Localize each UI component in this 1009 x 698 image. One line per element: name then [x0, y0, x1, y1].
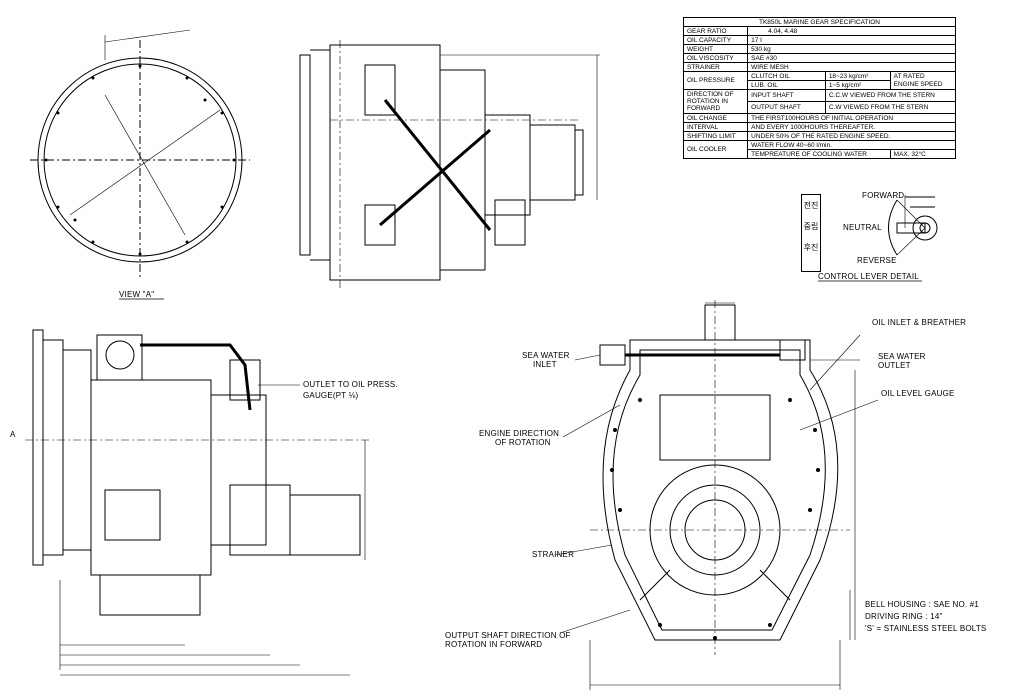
oil-inlet-label: OIL INLET & BREATHER [872, 318, 967, 327]
note-driving-ring: DRIVING RING : 14" [865, 612, 943, 621]
clutch-oil-value: 18~23 kg/cm² [824, 71, 891, 81]
weight-label: WEIGHT [682, 44, 749, 54]
sea-water-inlet-label-1: SEA WATER [522, 351, 570, 360]
korean-forward: 전진 [803, 201, 819, 210]
control-lever-drawing [888, 195, 938, 256]
lub-oil-label: LUB. OIL [747, 80, 826, 90]
output-shaft-value: C.W VIEWED FROM THE STERN [824, 101, 957, 114]
gear-ratio-value: 4.04, 4.48 [747, 26, 956, 36]
bottom-side-view [25, 329, 370, 676]
direction-label-2: ROTATION IN [687, 98, 728, 105]
oil-change-label-2: INTERVAL [682, 122, 749, 132]
oil-pressure-note-2: ENGINE SPEED [889, 80, 957, 90]
oil-capacity-label: OIL CAPACITY [682, 35, 749, 45]
lever-neutral-label: NEUTRAL [843, 223, 882, 232]
oil-pressure-label: OIL PRESSURE [682, 71, 749, 90]
view-a-flange [30, 29, 250, 280]
weight-value: 530 kg [747, 44, 956, 54]
note-bell-housing: BELL HOUSING : SAE NO. #1 [865, 600, 980, 609]
lever-korean-labels: 전진 중립 후진 [801, 194, 821, 272]
input-shaft-label: INPUT SHAFT [747, 89, 826, 102]
shifting-limit-value: UNDER 50% OF THE RATED ENGINE SPEED. [747, 131, 956, 141]
strainer-label: STRAINER [682, 62, 749, 72]
oil-pressure-note-1: AT RATED [889, 71, 957, 81]
gear-ratio-label: GEAR RATIO [682, 26, 749, 36]
shifting-limit-label: SHIFTING LIMIT [682, 131, 749, 141]
oil-viscosity-label: OIL VISCOSITY [682, 53, 749, 63]
strainer-value: WIRE MESH [747, 62, 956, 72]
oil-change-line-2: AND EVERY 1000HOURS THEREAFTER. [747, 122, 956, 132]
engine-direction-label-2: OF ROTATION [495, 438, 551, 447]
oil-capacity-value: 17 l [747, 35, 956, 45]
oil-change-line-1: THE FIRST100HOURS OF INITIAL OPERATION [747, 113, 956, 123]
output-direction-label-2: ROTATION IN FORWARD [445, 640, 543, 649]
spec-title: TK850L MARINE GEAR SPECIFICATION [683, 17, 956, 27]
lub-oil-value: 1~5 kg/cm² [824, 80, 891, 90]
oil-level-gauge-label: OIL LEVEL GAUGE [881, 389, 955, 398]
control-lever-title: CONTROL LEVER DETAIL [818, 272, 919, 281]
direction-label-1: DIRECTION OF [687, 91, 734, 98]
oil-change-label-1: OIL CHANGE [682, 113, 749, 123]
engine-direction-label-1: ENGINE DIRECTION [479, 429, 560, 438]
outlet-label-2: GAUGE(PT ⅛) [303, 391, 359, 400]
sea-water-outlet-label-2: OUTLET [878, 361, 911, 370]
strainer-label: STRAINER [532, 550, 575, 559]
oil-cooler-label: OIL COOLER [682, 140, 749, 159]
output-shaft-label: OUTPUT SHAFT [747, 101, 826, 114]
oil-cooler-line-1: WATER FLOW 40~60 l/min. [747, 140, 956, 150]
front-view [554, 300, 879, 690]
oil-viscosity-value: SAE #30 [747, 53, 956, 63]
marine-gear-spec-table: TK850L MARINE GEAR SPECIFICATION GEAR RA… [682, 17, 957, 159]
outlet-label-1: OUTLET TO OIL PRESS. [303, 380, 398, 389]
view-a-title: VIEW "A" [119, 290, 155, 299]
sea-water-outlet-label-1: SEA WATER [878, 352, 926, 361]
korean-reverse: 후진 [803, 243, 819, 252]
clutch-oil-label: CLUTCH OIL [747, 71, 826, 81]
view-arrow-a: A [10, 430, 16, 439]
sea-water-inlet-label-2: INLET [533, 360, 557, 369]
lever-reverse-label: REVERSE [857, 256, 897, 265]
korean-neutral: 중립 [803, 222, 819, 231]
oil-cooler-line-2: TEMPREATURE OF COOLING WATER [747, 149, 891, 159]
input-shaft-value: C.C.W VIEWED FROM THE STERN [824, 89, 957, 102]
lever-forward-label: FORWARD [862, 191, 905, 200]
direction-label-3: FORWARD [687, 105, 721, 112]
top-side-view [299, 40, 600, 290]
output-direction-label-1: OUTPUT SHAFT DIRECTION OF [445, 631, 571, 640]
note-bolts: 'S' = STAINLESS STEEL BOLTS [865, 624, 987, 633]
oil-cooler-line-3: MAX. 32°C [889, 149, 957, 159]
